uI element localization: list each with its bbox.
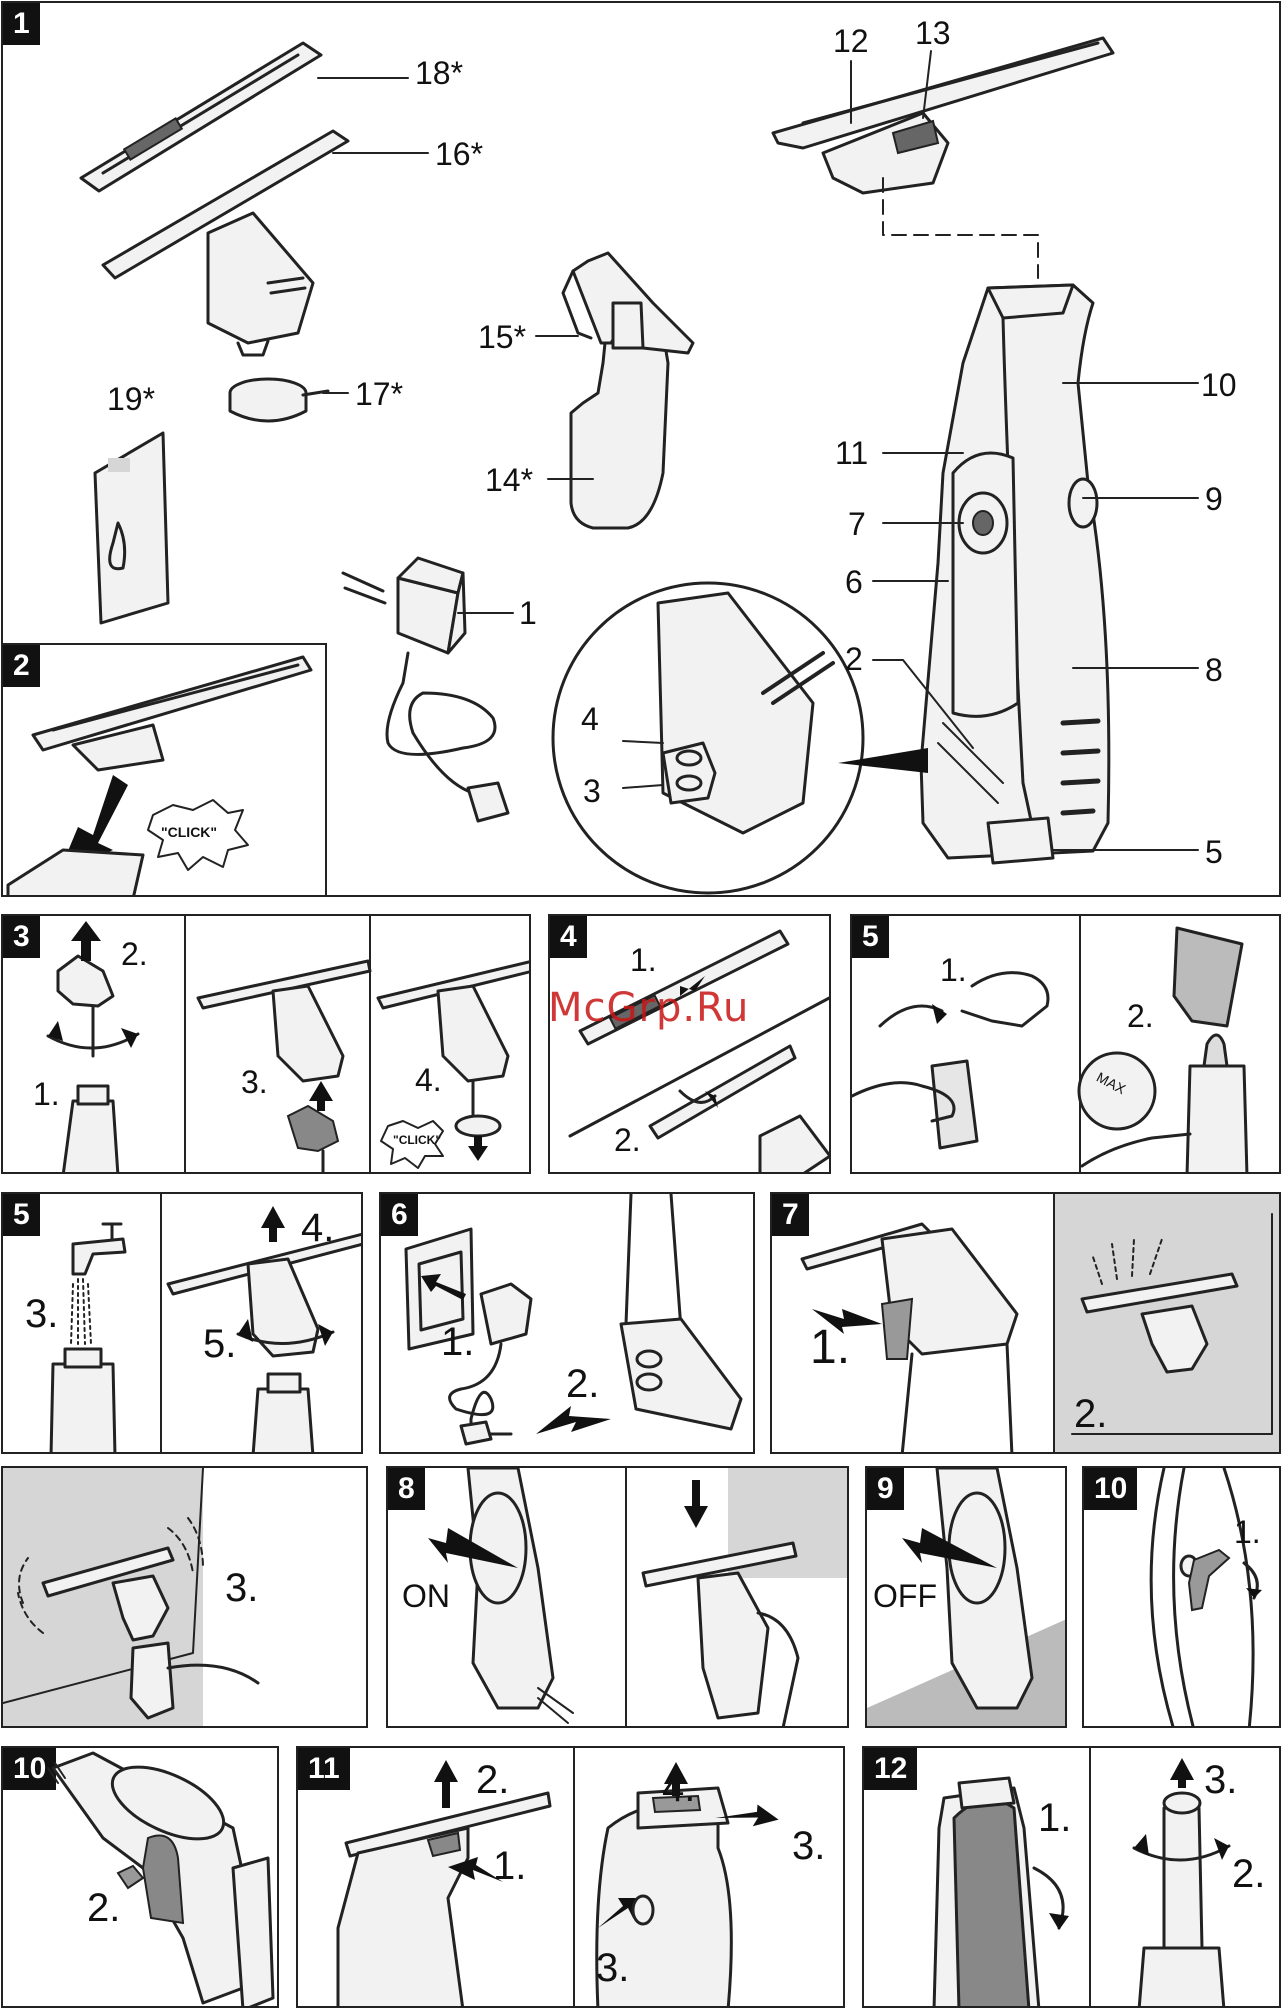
- step-1: 1.: [810, 1324, 850, 1372]
- step-3: 3.: [1204, 1760, 1237, 1800]
- wiping-illustration: [3, 1468, 368, 1728]
- panel-12-clean-filter: 12 1. 2. 3.: [862, 1746, 1281, 2008]
- label-2: 2: [845, 643, 863, 675]
- label-7: 7: [848, 508, 866, 540]
- suction-nozzle-12: [773, 38, 1113, 193]
- panel-9-switch-off: 9 OFF: [865, 1466, 1067, 1728]
- label-6: 6: [845, 566, 863, 598]
- panel-7-spray: 7 1. 2.: [770, 1192, 1281, 1454]
- panel-10-remove-cloth: 10 1.: [1082, 1466, 1281, 1728]
- click-text: "CLICK": [161, 825, 217, 839]
- remove-clip-illustration: [1084, 1468, 1281, 1728]
- manual-booklet-19: [95, 433, 168, 623]
- step-1: 1.: [441, 1322, 474, 1362]
- panel-11-clean-nozzle: 11 1. 2. 4. 3. 3.: [296, 1746, 845, 2008]
- label-10: 10: [1201, 369, 1237, 401]
- step-2: 2.: [1127, 1000, 1154, 1032]
- watermark-text: McGrp.Ru: [548, 985, 749, 1031]
- attach-nozzle-illustration: [3, 645, 327, 897]
- step-1: 1.: [493, 1846, 526, 1886]
- step-3: 3.: [225, 1568, 258, 1608]
- step-1: 1.: [1038, 1798, 1071, 1838]
- filter-ring-17: [230, 379, 328, 421]
- window-vacuum-body: [921, 285, 1109, 863]
- step-2: 2.: [566, 1364, 599, 1404]
- click-text: "CLICK": [393, 1134, 441, 1146]
- label-3: 3: [583, 775, 601, 807]
- step-4: 4.: [662, 1768, 695, 1808]
- step-2: 2.: [1074, 1394, 1107, 1434]
- step-4: 4.: [301, 1208, 334, 1248]
- panel-2-attach-nozzle: 2 "CLICK": [1, 643, 327, 897]
- detail-magnifier: [553, 583, 928, 893]
- step-1: 1.: [940, 954, 967, 986]
- label-14: 14*: [485, 464, 533, 496]
- step-2: 2.: [1232, 1854, 1265, 1894]
- label-9: 9: [1205, 483, 1223, 515]
- panel-5-fill-water: 5 3. 4. 5.: [1, 1192, 363, 1454]
- panel-3-assemble-sprayer: 3 1. 2. 3. 4. "CLICK": [1, 914, 531, 1174]
- step-5: 5.: [203, 1324, 236, 1364]
- label-17: 17*: [355, 378, 403, 410]
- label-18: 18*: [415, 57, 463, 89]
- step-3b: 3.: [596, 1948, 629, 1988]
- step-1: 1.: [1234, 1516, 1261, 1548]
- label-13: 13: [915, 17, 951, 49]
- step-1: 1.: [630, 944, 657, 976]
- charger-adapter-1: [343, 558, 508, 821]
- step-4: 4.: [415, 1064, 442, 1096]
- label-5: 5: [1205, 836, 1223, 868]
- step-2: 2.: [614, 1124, 641, 1156]
- label-15: 15*: [478, 321, 526, 353]
- step-2: 2.: [476, 1760, 509, 1800]
- label-8: 8: [1205, 654, 1223, 686]
- spray-bottle-14: [563, 253, 693, 528]
- charging-illustration: [381, 1194, 755, 1454]
- label-19: 19*: [107, 383, 155, 415]
- on-label: ON: [402, 1580, 450, 1612]
- panel-8-switch-on: 8 ON: [386, 1466, 849, 1728]
- remove-nozzle-illustration: [298, 1748, 845, 2008]
- label-1: 1: [519, 597, 537, 629]
- step-2: 2.: [121, 938, 148, 970]
- step-3a: 3.: [792, 1826, 825, 1866]
- step-1: 1.: [33, 1078, 60, 1110]
- panel-6-charge: 6 1. 2.: [379, 1192, 755, 1454]
- change-wiper-illustration: [550, 916, 831, 1174]
- empty-tank-illustration: [3, 1748, 279, 2008]
- panel-5-add-concentrate: 5 1. 2. MAX: [850, 914, 1281, 1174]
- off-label: OFF: [873, 1580, 937, 1612]
- panel-10-empty-tank: 10 2.: [1, 1746, 279, 2008]
- step-2: 2.: [87, 1888, 120, 1928]
- label-16: 16*: [435, 138, 483, 170]
- label-12: 12: [833, 25, 869, 57]
- sprayer-assembly-illustration: [3, 916, 531, 1174]
- add-concentrate-illustration: [852, 916, 1281, 1174]
- panel-4-change-wiper: 4 1. 2.: [548, 914, 831, 1174]
- step-3: 3.: [241, 1066, 268, 1098]
- panel-7-wipe: 7 3.: [1, 1466, 368, 1728]
- switch-on-illustration: [388, 1468, 849, 1728]
- label-11: 11: [835, 437, 868, 469]
- label-4: 4: [581, 703, 599, 735]
- step-3: 3.: [25, 1294, 58, 1334]
